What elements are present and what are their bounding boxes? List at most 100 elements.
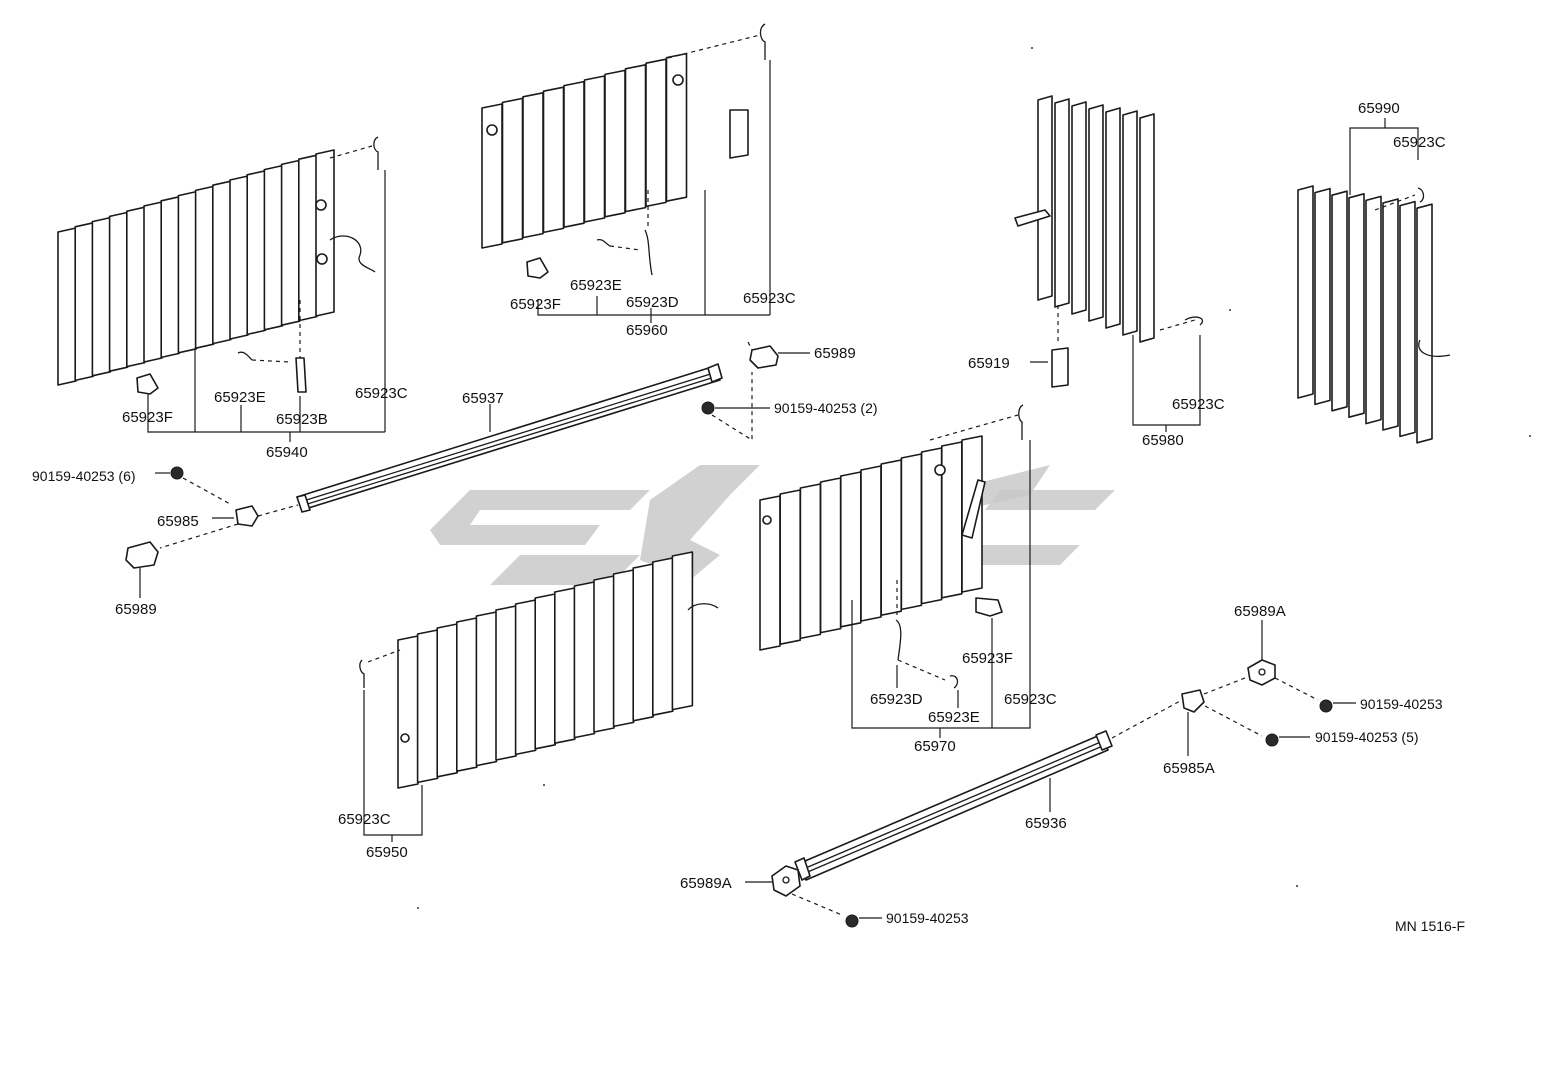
slat-hole xyxy=(400,733,410,743)
bracket-65989A-left xyxy=(745,865,843,916)
blind-slat xyxy=(246,170,266,336)
blind-slat xyxy=(108,211,129,372)
blind-slat xyxy=(481,103,503,249)
blind-slat xyxy=(501,97,524,244)
blind-slat xyxy=(212,180,232,345)
label-65989A: 65989A xyxy=(1234,603,1286,620)
cord-clip xyxy=(961,479,986,539)
pull-cord xyxy=(329,235,376,273)
label-65923C: 65923C xyxy=(338,811,391,828)
rail-65937 xyxy=(296,363,723,513)
blind-slat xyxy=(416,629,439,784)
blind-slat xyxy=(1314,187,1331,406)
bracket-65985 xyxy=(159,504,299,549)
blind-slat xyxy=(194,185,215,349)
bracket-65923F xyxy=(526,257,549,279)
hook-65923C xyxy=(373,136,379,170)
blind-slat xyxy=(840,471,862,628)
label-65985A: 65985A xyxy=(1163,760,1215,777)
blind-slat xyxy=(593,575,615,733)
blind-slat xyxy=(645,58,667,208)
blind-slat xyxy=(1297,185,1314,399)
specks xyxy=(417,47,1531,909)
slat-hole xyxy=(486,124,498,136)
cord-65923D xyxy=(644,229,653,276)
blind-65960 xyxy=(481,23,771,323)
label-65923F: 65923F xyxy=(962,650,1013,667)
hook-65923C xyxy=(1018,404,1024,440)
hook-65923E xyxy=(596,238,611,247)
blind-slat xyxy=(563,80,585,228)
blind-65990 xyxy=(1297,118,1451,444)
blind-slat xyxy=(1139,113,1155,343)
blind-slat xyxy=(57,227,77,386)
label-65950: 65950 xyxy=(366,844,408,861)
blind-slat xyxy=(74,222,94,382)
label-65990: 65990 xyxy=(1358,100,1400,117)
label-65970: 65970 xyxy=(914,738,956,755)
blind-slat xyxy=(1088,104,1104,322)
blind-slat xyxy=(632,563,654,722)
label-65923C: 65923C xyxy=(1004,691,1057,708)
end-cap-65989-left xyxy=(125,541,159,598)
label-65923B: 65923B xyxy=(276,411,328,428)
label-65923E: 65923E xyxy=(928,709,980,726)
hook-65923C xyxy=(1417,187,1425,203)
blind-slat xyxy=(1122,110,1138,336)
part-labels: 65923F 65923E 65923B 65923C 65940 65923F… xyxy=(32,100,1465,934)
blind-slat xyxy=(522,92,544,239)
blind-slat xyxy=(624,64,647,213)
label-65923E: 65923E xyxy=(570,277,622,294)
blind-slat xyxy=(475,611,498,767)
label-65980: 65980 xyxy=(1142,432,1184,449)
blind-slat xyxy=(941,441,963,599)
label-65989: 65989 xyxy=(115,601,157,618)
cord-65923D xyxy=(895,619,902,661)
label-65940: 65940 xyxy=(266,444,308,461)
blind-65970 xyxy=(759,404,1031,738)
blind-slat xyxy=(779,489,801,645)
label-65923F: 65923F xyxy=(510,296,561,313)
label-90159-40253: 90159-40253 xyxy=(886,910,969,926)
blind-slat xyxy=(1399,200,1416,438)
blind-slat xyxy=(900,453,923,611)
blind-slat xyxy=(819,477,842,634)
slat-hole xyxy=(672,74,684,86)
blind-slat xyxy=(573,581,596,739)
label-90159-40253-6: 90159-40253 (6) xyxy=(32,468,136,484)
label-65923C: 65923C xyxy=(743,290,796,307)
blind-slat xyxy=(671,551,694,711)
label-65989A: 65989A xyxy=(680,875,732,892)
label-65985: 65985 xyxy=(157,513,199,530)
blind-slat xyxy=(263,164,284,331)
label-65923F: 65923F xyxy=(122,409,173,426)
slat-hole xyxy=(316,253,328,265)
blind-slat xyxy=(799,483,822,640)
blind-65940 xyxy=(57,136,386,442)
label-65937: 65937 xyxy=(462,390,504,407)
blind-slat xyxy=(91,216,112,377)
blind-slat xyxy=(920,447,943,605)
label-65923D: 65923D xyxy=(626,294,679,311)
cord-clip xyxy=(1418,339,1451,357)
blind-slat xyxy=(514,599,537,756)
screw-90159-bottom xyxy=(845,914,882,928)
slat-tab xyxy=(729,109,749,159)
cord-clip xyxy=(1014,209,1051,227)
blind-slat xyxy=(495,605,517,761)
hook-65923C xyxy=(359,659,365,688)
bracket-65923F xyxy=(975,597,1003,617)
blind-slat xyxy=(160,196,180,359)
label-90159-40253-5: 90159-40253 (5) xyxy=(1315,729,1419,745)
blind-slat xyxy=(143,201,163,363)
label-65923C: 65923C xyxy=(1172,396,1225,413)
blind-slat xyxy=(1416,203,1433,444)
blind-slat xyxy=(652,557,674,716)
screw-90159-left xyxy=(155,466,233,506)
blind-slat xyxy=(177,190,198,354)
blind-slat xyxy=(1365,195,1382,425)
screw-90159-right-b xyxy=(1265,733,1310,747)
label-65936: 65936 xyxy=(1025,815,1067,832)
